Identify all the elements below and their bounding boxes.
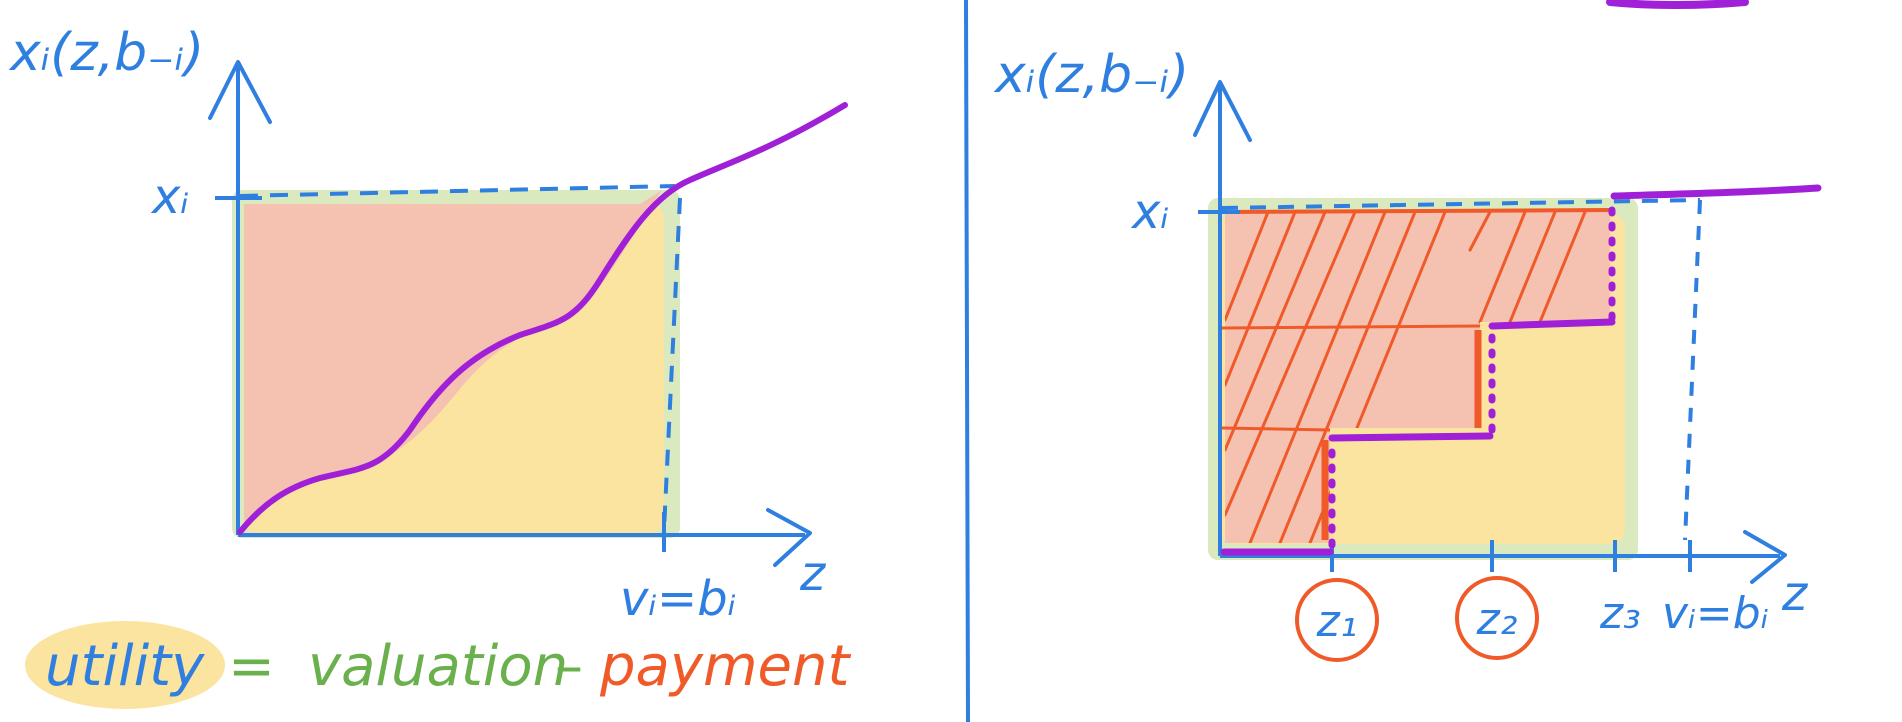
left-y-axis-label: xᵢ(z,b₋ᵢ) <box>8 23 204 83</box>
right-y-axis-label: xᵢ(z,b₋ᵢ) <box>993 45 1189 105</box>
payment-top-line <box>1221 208 1611 214</box>
y-axis-arrowhead <box>208 60 272 124</box>
formula-utility: utility <box>45 634 205 699</box>
left-panel: xᵢ(z,b₋ᵢ) xᵢ vᵢ=bᵢ z <box>8 23 848 627</box>
jump-label-z2: z₂ <box>1476 594 1518 645</box>
left-x-axis-label: z <box>799 546 827 602</box>
step-segment-3 <box>1488 318 1616 330</box>
payment-middle-line <box>1221 324 1481 330</box>
step-allocation-function <box>1220 184 1822 556</box>
right-panel: xᵢ(z,b₋ᵢ) xᵢ z₁ z₂ z₃ vᵢ=bᵢ z <box>993 45 1822 662</box>
formula-equals: = <box>228 634 275 699</box>
level-dashed-line-right <box>1221 198 1701 210</box>
x-axis-arrowhead-right <box>1743 530 1787 584</box>
step-segment-2 <box>1328 432 1494 442</box>
y-axis-arrowhead-right <box>1193 80 1252 142</box>
panel-divider <box>964 0 970 722</box>
z1-circle <box>1295 578 1379 662</box>
allocation-curve <box>237 102 848 535</box>
step-segment-4 <box>1610 184 1822 200</box>
x-axis-arrowhead <box>766 508 812 567</box>
payment-lower-line <box>1221 426 1331 432</box>
left-level-label: xᵢ <box>150 169 189 225</box>
payment-area-right <box>1225 212 1610 543</box>
jump-label-z1: z₁ <box>1316 596 1358 647</box>
left-bid-label: vᵢ=bᵢ <box>620 571 736 627</box>
formula-valuation: valuation <box>308 634 568 699</box>
formula-payment: payment <box>599 634 852 699</box>
utility-highlight <box>25 621 225 709</box>
right-level-label: xᵢ <box>1130 184 1169 240</box>
right-x-axis-label: z <box>1781 566 1809 622</box>
jump-label-z3: z₃ <box>1599 588 1641 639</box>
step-jump-dots <box>1328 196 1616 549</box>
payment-hatching <box>1225 210 1587 543</box>
bid-dashed-line-right <box>1683 199 1702 541</box>
right-bid-label: vᵢ=bᵢ <box>1662 588 1769 639</box>
level-dashed-line <box>239 184 676 198</box>
z2-circle <box>1455 576 1539 660</box>
purple-scribble <box>1606 0 1749 9</box>
payment-area <box>244 190 662 530</box>
formula: utility = valuation – payment <box>25 621 852 709</box>
formula-minus: – <box>555 634 583 699</box>
